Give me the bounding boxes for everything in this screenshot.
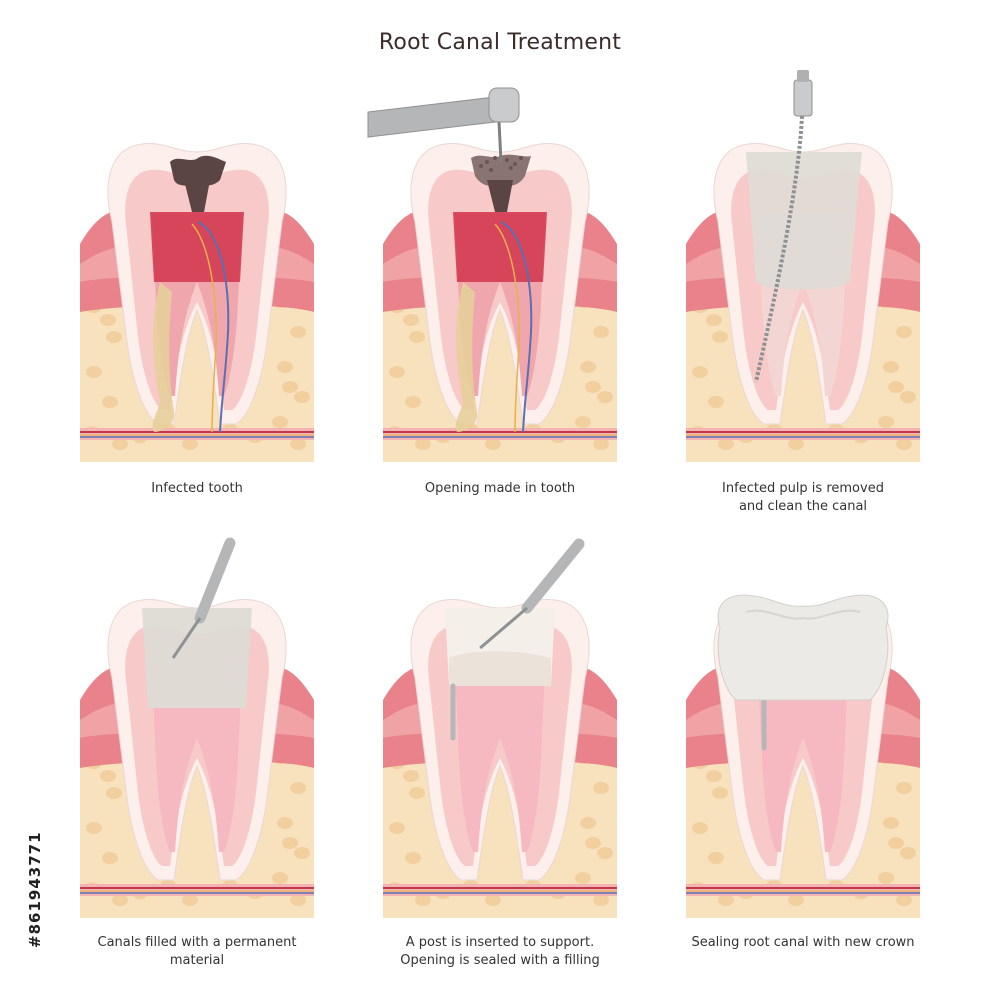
caption-line: Opening made in tooth (424, 481, 576, 496)
tooth-diagram (80, 142, 314, 462)
tooth-diagram (383, 538, 617, 918)
tooth-pulp (758, 670, 848, 852)
nerve-band (383, 428, 617, 440)
nerve-band (686, 884, 920, 896)
caption-line: Sealing root canal with new crown (691, 935, 915, 950)
nerve-band (686, 428, 920, 440)
tooth-diagram (686, 594, 920, 918)
step-canals-filled-illustration (80, 537, 314, 918)
tooth-diagram (686, 70, 920, 462)
step-pulp-removed-illustration (686, 70, 920, 462)
nerve-band (383, 884, 617, 896)
infection-abscess (152, 282, 175, 432)
infection-abscess (455, 282, 478, 432)
step-infected-tooth-illustration (80, 132, 314, 462)
caption-step-6: Sealing root canal with new crown (653, 934, 953, 952)
caption-step-1: Infected tooth (47, 480, 347, 498)
tooth-pulp (152, 670, 242, 852)
cleaned-chamber (142, 608, 252, 708)
dental-drill (367, 87, 523, 172)
caption-line: Infected tooth (151, 481, 243, 496)
dental-crown (717, 594, 889, 701)
tooth-diagram (80, 537, 314, 918)
infected-pulp (453, 212, 547, 282)
nerve-band (80, 884, 314, 896)
step-crown-illustration (686, 588, 920, 918)
caption-step-5: A post is inserted to support. Opening i… (350, 934, 650, 970)
tooth-diagram (367, 87, 617, 462)
nerve-vessel (197, 221, 230, 433)
page-title: Root Canal Treatment (378, 30, 622, 55)
tooth-decay (170, 155, 226, 188)
watermark-text: #861943771 (26, 831, 44, 948)
filling-syringe (171, 537, 236, 659)
caption-step-3: Infected pulp is removed and clean the c… (653, 480, 953, 516)
endodontic-file (754, 70, 813, 383)
filling-syringe (479, 538, 585, 650)
caption-line: and clean the canal (738, 499, 868, 514)
caption-line: Canals filled with a permanent (97, 935, 297, 950)
stock-watermark-id: #861943771 (6, 768, 44, 948)
caption-line: material (169, 953, 225, 968)
cleaned-canal (746, 152, 862, 290)
nerve-band (80, 428, 314, 440)
caption-line: Infected pulp is removed (722, 481, 884, 496)
nerve-vessel (500, 221, 533, 433)
caption-line: A post is inserted to support. (405, 935, 595, 950)
infected-pulp (150, 212, 244, 282)
step-opening-illustration (367, 87, 617, 462)
step-post-inserted-illustration (383, 538, 617, 918)
tooth-pulp (455, 670, 545, 852)
caption-line: Opening is sealed with a filling (400, 953, 600, 968)
caption-step-2: Opening made in tooth (350, 480, 650, 498)
caption-step-4: Canals filled with a permanent material (47, 934, 347, 970)
